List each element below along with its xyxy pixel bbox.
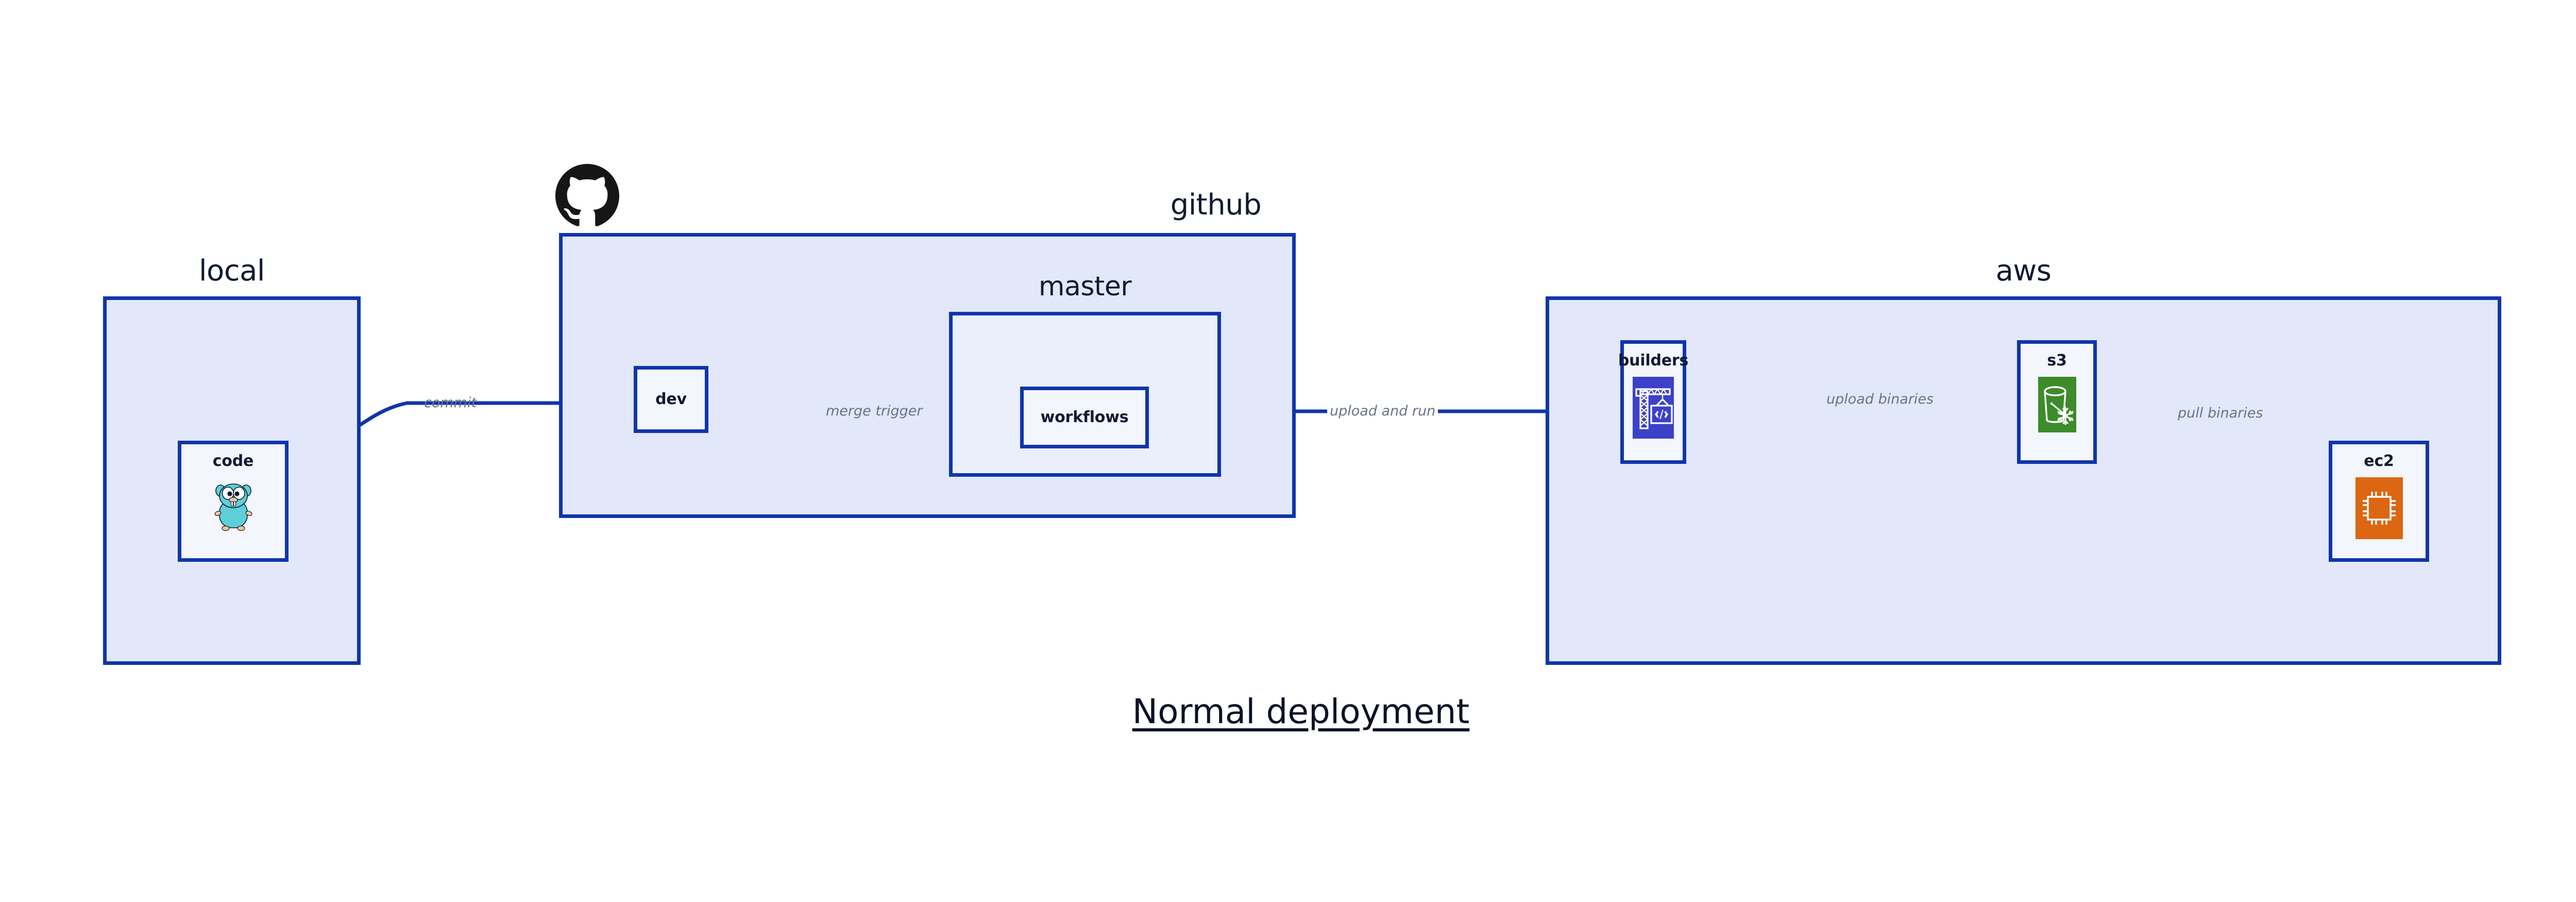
node-label-s3: s3 bbox=[2047, 352, 2067, 370]
edge-label-upload-binaries: upload binaries bbox=[1824, 392, 1937, 406]
edge-label-merge-trigger: merge trigger bbox=[823, 404, 925, 418]
node-workflows[interactable]: workflows bbox=[1020, 387, 1149, 448]
node-builders[interactable]: builders bbox=[1618, 340, 1689, 464]
node-label-workflows: workflows bbox=[1040, 408, 1129, 426]
subgroup-label-master: master bbox=[1038, 271, 1132, 302]
group-label-aws: aws bbox=[1995, 254, 2052, 288]
node-ec2[interactable]: ec2 bbox=[2329, 441, 2429, 562]
go-gopher-icon bbox=[214, 477, 253, 533]
node-dev[interactable]: dev bbox=[634, 366, 708, 433]
edge-label-upload-and-run: upload and run bbox=[1327, 404, 1438, 418]
aws-builders-icon bbox=[1633, 377, 1674, 441]
aws-ec2-icon bbox=[2355, 477, 2403, 541]
group-label-github: github bbox=[1170, 188, 1262, 222]
node-label-code: code bbox=[212, 452, 254, 470]
edge-label-pull-binaries: pull binaries bbox=[2175, 406, 2266, 420]
github-octocat-icon bbox=[555, 164, 619, 230]
node-s3[interactable]: s3 bbox=[2017, 340, 2097, 464]
edge-label-commit: commit bbox=[424, 395, 477, 411]
group-label-local: local bbox=[199, 254, 265, 288]
node-label-builders: builders bbox=[1618, 352, 1689, 370]
aws-s3-glacier-icon bbox=[2038, 377, 2076, 435]
node-label-dev: dev bbox=[655, 390, 687, 408]
node-code[interactable]: code bbox=[178, 441, 289, 562]
diagram-title: Normal deployment bbox=[1132, 692, 1470, 731]
node-label-ec2: ec2 bbox=[2364, 452, 2394, 470]
